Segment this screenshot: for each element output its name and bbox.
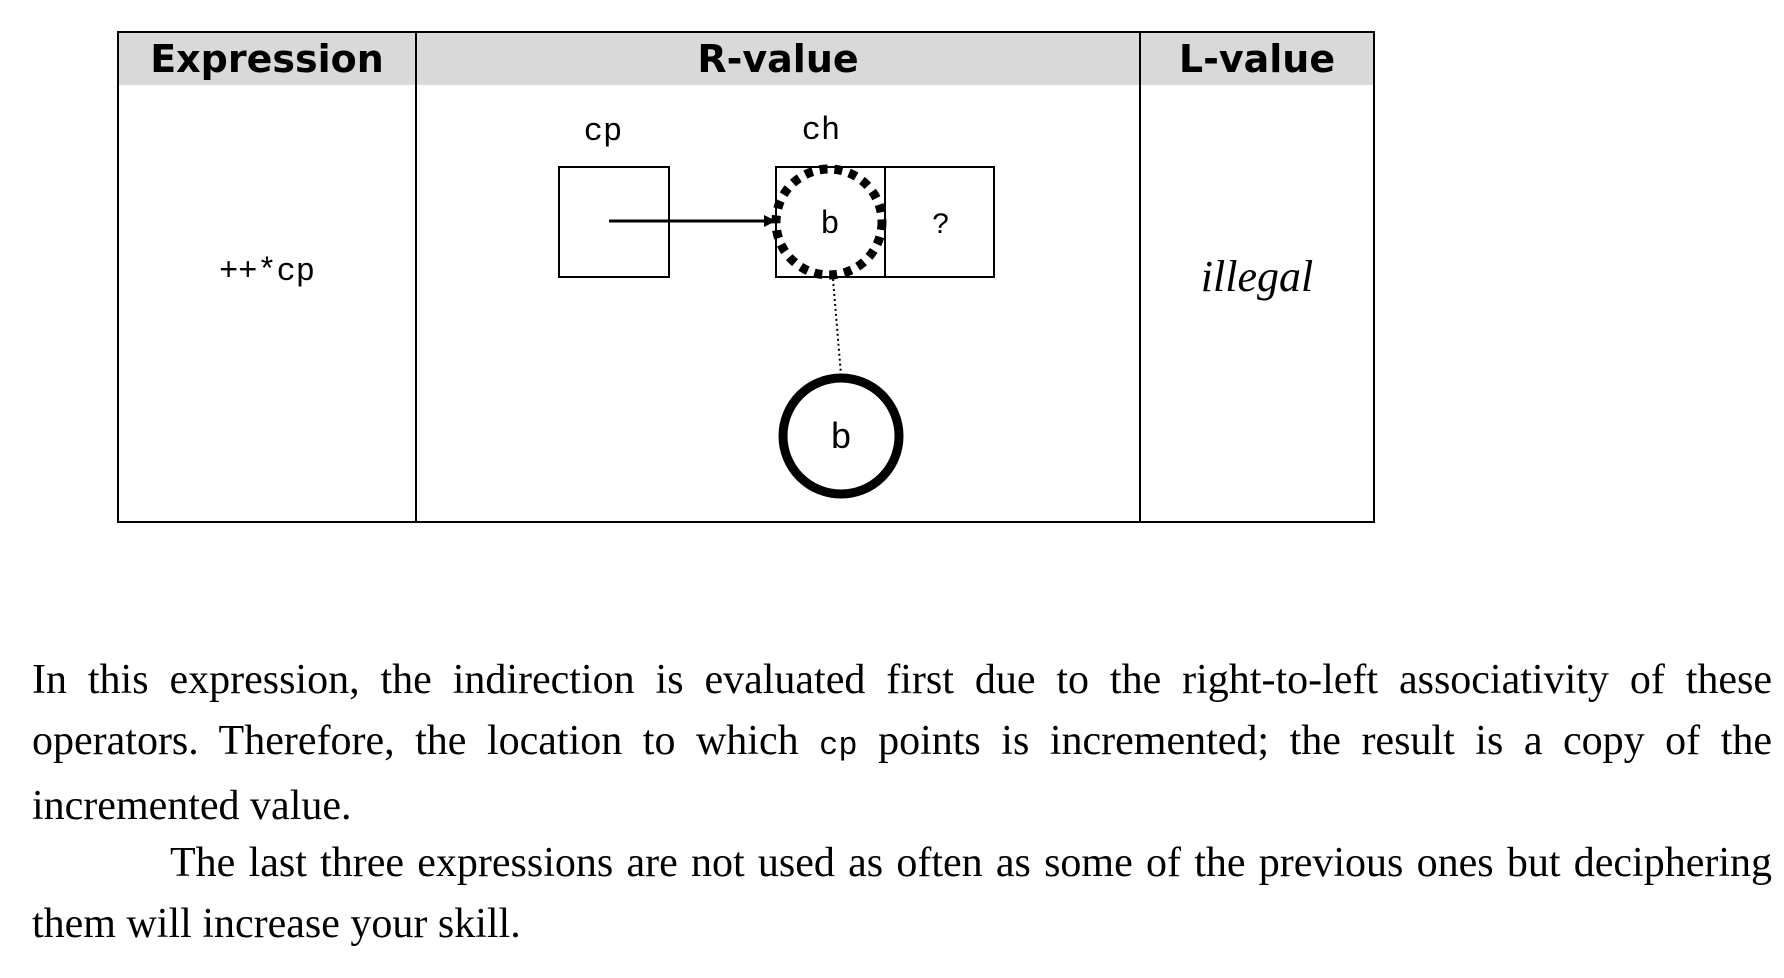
header-rvalue: R-value <box>417 33 1139 85</box>
paragraph-1: In this expression, the indirection is e… <box>32 650 1772 837</box>
inline-code-cp: cp <box>819 727 858 764</box>
result-value: b <box>830 418 852 459</box>
paragraph-1-text-a: In this expression, the indirection is e… <box>32 657 1772 764</box>
result-circle <box>778 373 904 499</box>
column-divider <box>1139 33 1141 521</box>
pointer-label: cp <box>584 113 622 150</box>
next-char-value: ? <box>932 209 950 243</box>
dashed-highlight-circle <box>771 164 887 280</box>
expression-cell: ++*cp <box>218 253 315 290</box>
paragraph-1-text-b: points is incremented; the result is a c… <box>32 718 1773 829</box>
dotted-connector <box>832 278 842 376</box>
header-lvalue: L-value <box>1141 33 1373 85</box>
column-divider <box>415 33 417 521</box>
char-value: b <box>820 206 839 243</box>
expression-table: Expression R-value L-value ++*cp illegal… <box>117 31 1375 523</box>
lvalue-cell: illegal <box>1200 252 1314 301</box>
target-label: ch <box>802 112 840 149</box>
rvalue-diagram: cp ch b ? b <box>558 112 995 499</box>
header-expression: Expression <box>119 33 415 85</box>
paragraph-2: The last three expressions are not used … <box>32 840 1772 947</box>
